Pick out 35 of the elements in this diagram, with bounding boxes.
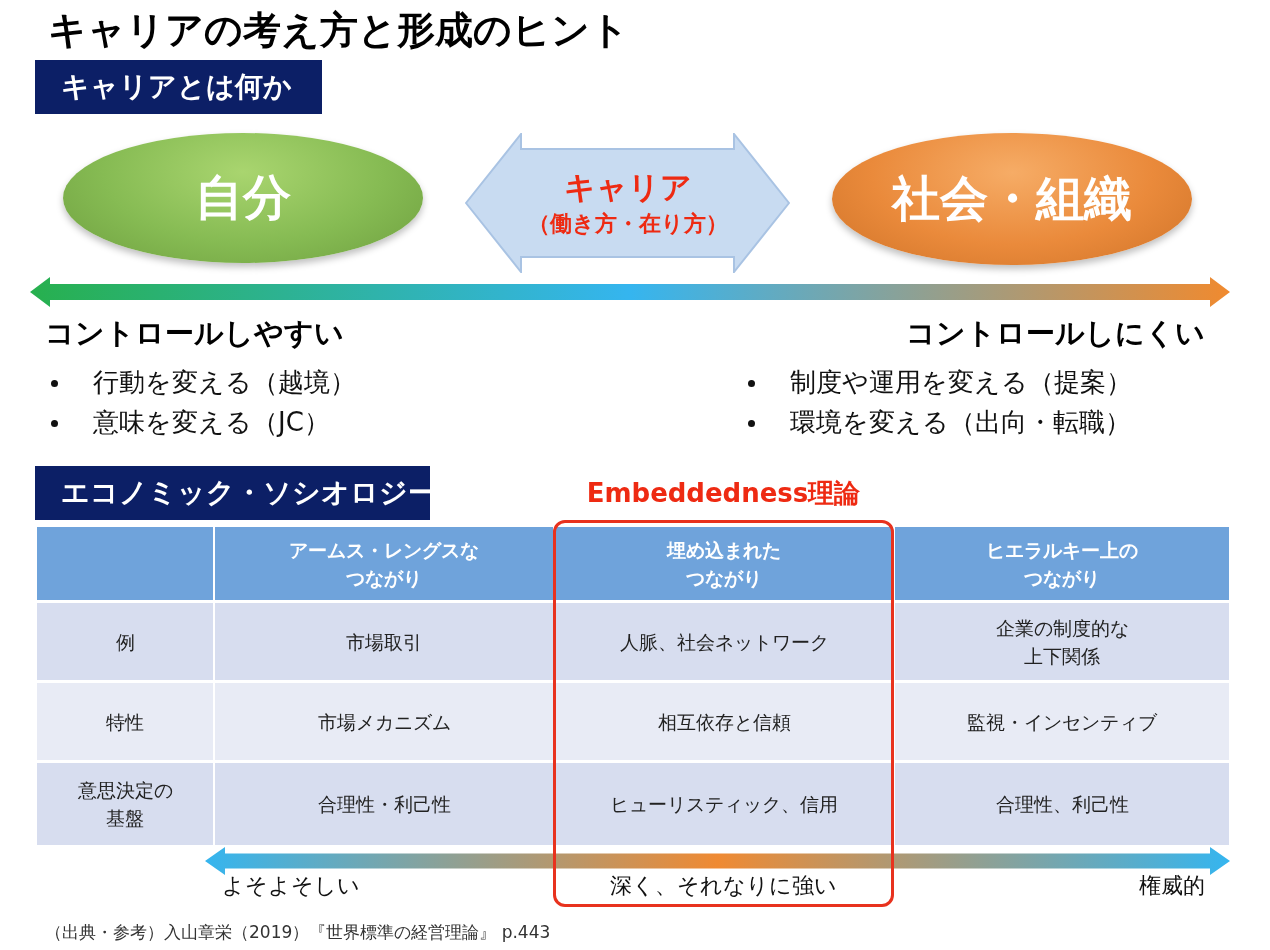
table-cell: 合理性・利己性	[215, 763, 553, 845]
axis-end-label: コントロールしにくい	[906, 315, 1205, 352]
table-cell: ヒューリスティック、信用	[555, 763, 893, 845]
page-title: キャリアの考え方と形成のヒント	[48, 7, 629, 54]
scale-label: 権威的	[1139, 872, 1205, 900]
frame-heading: Embeddedness理論	[586, 477, 861, 510]
bullet-text: 意味を変える（JC）	[93, 406, 330, 439]
table-cell: 特性	[37, 683, 213, 760]
section-banner	[35, 60, 322, 114]
node-label: 自分	[195, 168, 291, 227]
table-cell: 市場メカニズム	[215, 683, 553, 760]
table-cell: 企業の制度的な上下関係	[895, 603, 1229, 680]
section-banner	[35, 466, 430, 520]
axis-end-label: コントロールしやすい	[45, 315, 344, 352]
arrow-label: キャリア	[563, 168, 692, 207]
table-cell: 例	[37, 603, 213, 680]
arrow-sublabel: （働き方・在り方）	[527, 210, 728, 238]
table-cell: 市場取引	[215, 603, 553, 680]
double-arrow-shape	[465, 133, 790, 273]
table-cell: 人脈、社会ネットワーク	[555, 603, 893, 680]
banner-title: キャリアとは何か	[61, 69, 292, 105]
bullet-text: 行動を変える（越境）	[93, 366, 356, 399]
table-cell: 監視・インセンティブ	[895, 683, 1229, 760]
scale-label: よそよそしい	[222, 872, 360, 900]
node-label: 社会・組織	[892, 169, 1132, 228]
source-note: （出典・参考）入山章栄（2019）『世界標準の経営理論』 p.443	[45, 921, 551, 944]
table-cell: 相互依存と信頼	[555, 683, 893, 760]
bullet-text: 環境を変える（出向・転職）	[790, 406, 1131, 439]
bullet-text: 制度や運用を変える（提案）	[790, 366, 1132, 399]
header-cell: 埋め込まれたつながり	[555, 527, 893, 600]
header-cell: ヒエラルキー上のつながり	[895, 527, 1229, 600]
table-cell: 合理性、利己性	[895, 763, 1229, 845]
header-cell: アームス・レングスなつながり	[215, 527, 553, 600]
table-cell: 意思決定の基盤	[37, 763, 213, 845]
scale-label: 深く、それなりに強い	[609, 872, 837, 900]
